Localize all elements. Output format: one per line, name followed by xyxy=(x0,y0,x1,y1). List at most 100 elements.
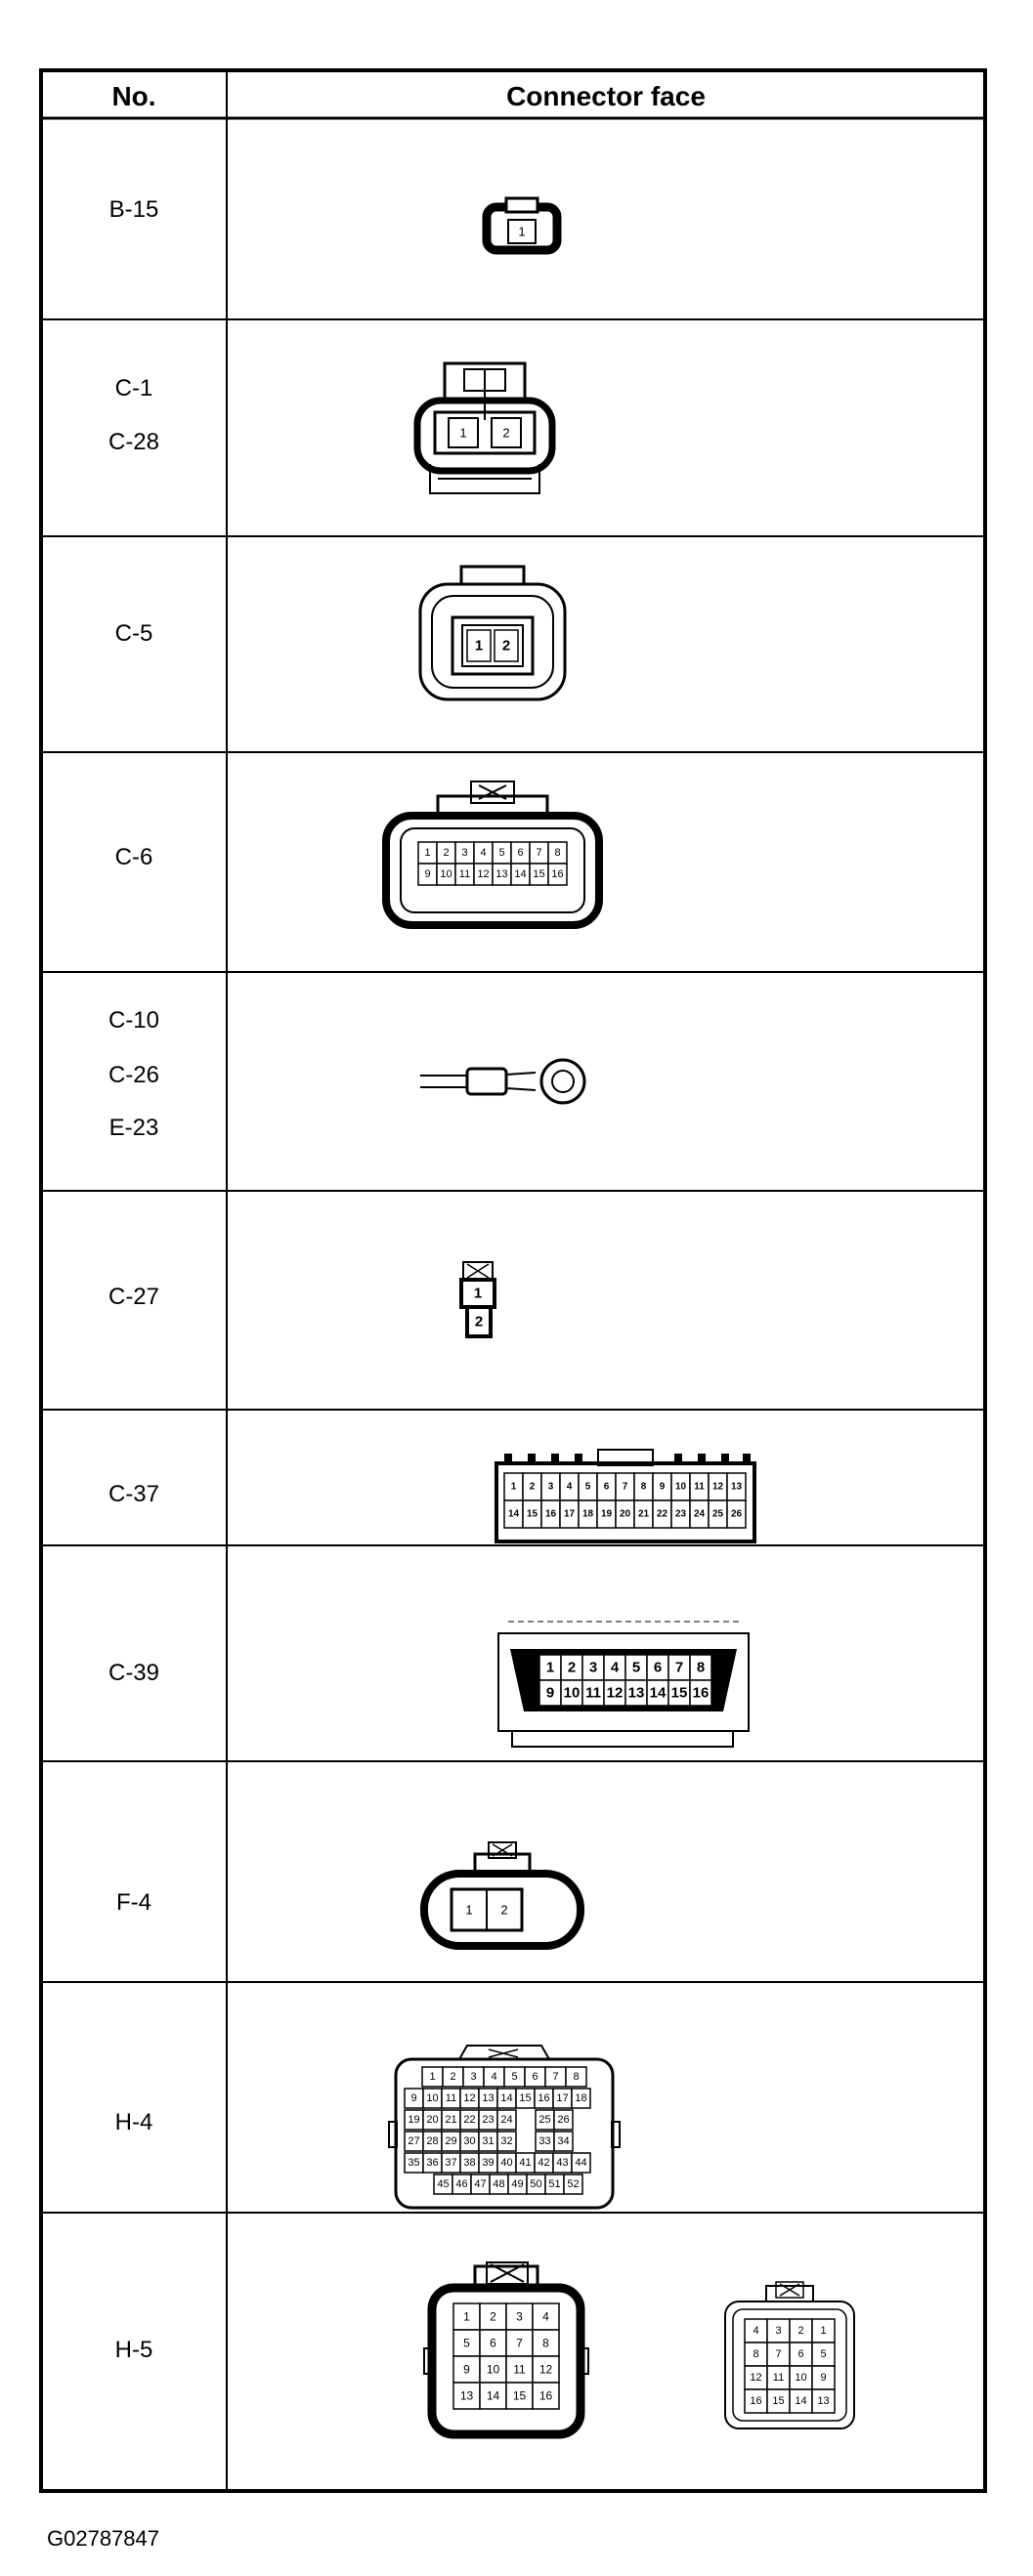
pin-cell xyxy=(726,1499,747,1529)
pin-label: 16 xyxy=(545,1509,557,1520)
pin-label: 2 xyxy=(530,1482,536,1493)
pin-label: 9 xyxy=(660,1482,666,1493)
pin-label: 8 xyxy=(641,1482,647,1493)
pin-cell xyxy=(811,2388,836,2414)
pin-label: 12 xyxy=(477,868,489,880)
column-header-connector-face: Connector face xyxy=(506,81,706,111)
pin-label: 16 xyxy=(538,2092,549,2104)
pin-label: 15 xyxy=(527,1509,538,1520)
pin-label: 10 xyxy=(564,1685,581,1702)
pin-label: 1 xyxy=(424,847,430,859)
pin-label: 10 xyxy=(487,2363,500,2377)
pin-cell xyxy=(547,863,568,886)
pin-label: 13 xyxy=(817,2395,829,2407)
pin-label: 5 xyxy=(820,2348,826,2360)
pin-label: 16 xyxy=(693,1685,710,1702)
pin-label: 26 xyxy=(557,2114,569,2126)
pin-label: 1 xyxy=(546,1660,554,1676)
pin-label: 1 xyxy=(518,225,525,239)
pin-cell xyxy=(452,2382,481,2410)
pin-label: 33 xyxy=(538,2135,550,2147)
connector-f4-face: 1 2 xyxy=(420,1841,584,1950)
label-c39: C-39 xyxy=(108,1660,159,1686)
label-c28: C-28 xyxy=(108,429,159,455)
pin-label: 30 xyxy=(463,2135,475,2147)
pin-label: 5 xyxy=(585,1482,591,1493)
pin-label: 1 xyxy=(475,638,483,655)
pin-label: 14 xyxy=(795,2395,806,2407)
pin-label: 52 xyxy=(567,2178,579,2190)
pin-label: 11 xyxy=(459,868,470,880)
connector-ring-terminal xyxy=(420,1058,586,1105)
pin-label: 4 xyxy=(611,1660,620,1676)
pin-label: 22 xyxy=(463,2114,475,2126)
label-f4: F-4 xyxy=(116,1889,151,1916)
pin-label: 4 xyxy=(542,2310,549,2324)
pin-label: 26 xyxy=(731,1509,743,1520)
pin-cell xyxy=(563,2174,583,2195)
pin-label: 6 xyxy=(490,2337,496,2350)
c37-latch-tabs xyxy=(504,1454,751,1465)
pin-label: 2 xyxy=(797,2325,803,2337)
pin-label: 16 xyxy=(551,868,563,880)
pin-label: 14 xyxy=(650,1685,667,1702)
pin-label: 8 xyxy=(554,847,560,859)
pin-label: 25 xyxy=(538,2114,550,2126)
pin-label: 9 xyxy=(424,868,430,880)
figure-code: G02787847 xyxy=(47,2526,159,2551)
pin-label: 4 xyxy=(480,847,486,859)
pin-cell xyxy=(479,2329,507,2357)
pin-label: 2 xyxy=(490,2310,496,2324)
pin-label: 2 xyxy=(502,426,509,441)
pin-label: 36 xyxy=(426,2157,438,2169)
pin-cell xyxy=(505,2382,534,2410)
pin-label: 27 xyxy=(408,2135,419,2147)
label-h5: H-5 xyxy=(115,2337,153,2363)
pin-label: 11 xyxy=(585,1685,601,1702)
pin-label: 3 xyxy=(470,2071,476,2083)
pin-label: 5 xyxy=(463,2337,470,2350)
pin-label: 14 xyxy=(514,868,526,880)
pin-label: 3 xyxy=(775,2325,781,2337)
column-header-no: No. xyxy=(111,81,155,111)
pin-label: 1 xyxy=(465,1903,472,1918)
connector-b15-face: 1 xyxy=(482,196,562,255)
pin-label: 24 xyxy=(694,1509,706,1520)
pin-label: 51 xyxy=(548,2178,560,2190)
pin-label: 23 xyxy=(675,1509,687,1520)
pin-label: 7 xyxy=(536,847,541,859)
pin-label: 31 xyxy=(482,2135,494,2147)
pin-label: 13 xyxy=(731,1482,743,1493)
pin-label: 2 xyxy=(502,638,510,655)
label-c26: C-26 xyxy=(108,1062,159,1088)
pin-label: 2 xyxy=(568,1660,576,1676)
pin-cell xyxy=(505,2302,534,2331)
pin-label: 44 xyxy=(575,2157,586,2169)
pin-label: 9 xyxy=(410,2092,416,2104)
pin-label: 7 xyxy=(552,2071,558,2083)
label-c6: C-6 xyxy=(115,844,153,870)
pin-label: 8 xyxy=(542,2337,549,2350)
row-labels: B-15 C-1 C-28 C-5 C-6 C-10 C-26 E-23 C-2… xyxy=(108,196,159,2363)
pin-cell xyxy=(565,2066,587,2088)
pin-label: 43 xyxy=(556,2157,568,2169)
pin-label: 2 xyxy=(450,2071,455,2083)
pin-label: 8 xyxy=(697,1660,705,1676)
pin-label: 45 xyxy=(437,2178,449,2190)
pin-label: 3 xyxy=(461,847,467,859)
pin-label: 28 xyxy=(426,2135,438,2147)
pin-cell xyxy=(571,2088,591,2109)
label-h4: H-4 xyxy=(115,2109,153,2135)
label-c10: C-10 xyxy=(108,1007,159,1034)
pin-label: 13 xyxy=(628,1685,645,1702)
pin-label: 15 xyxy=(671,1685,688,1702)
pin-cell xyxy=(452,2329,481,2357)
pin-label: 1 xyxy=(820,2325,826,2337)
pin-label: 11 xyxy=(513,2363,526,2377)
pin-label: 5 xyxy=(632,1660,640,1676)
pin-label: 34 xyxy=(557,2135,569,2147)
pin-cell xyxy=(571,2152,591,2174)
